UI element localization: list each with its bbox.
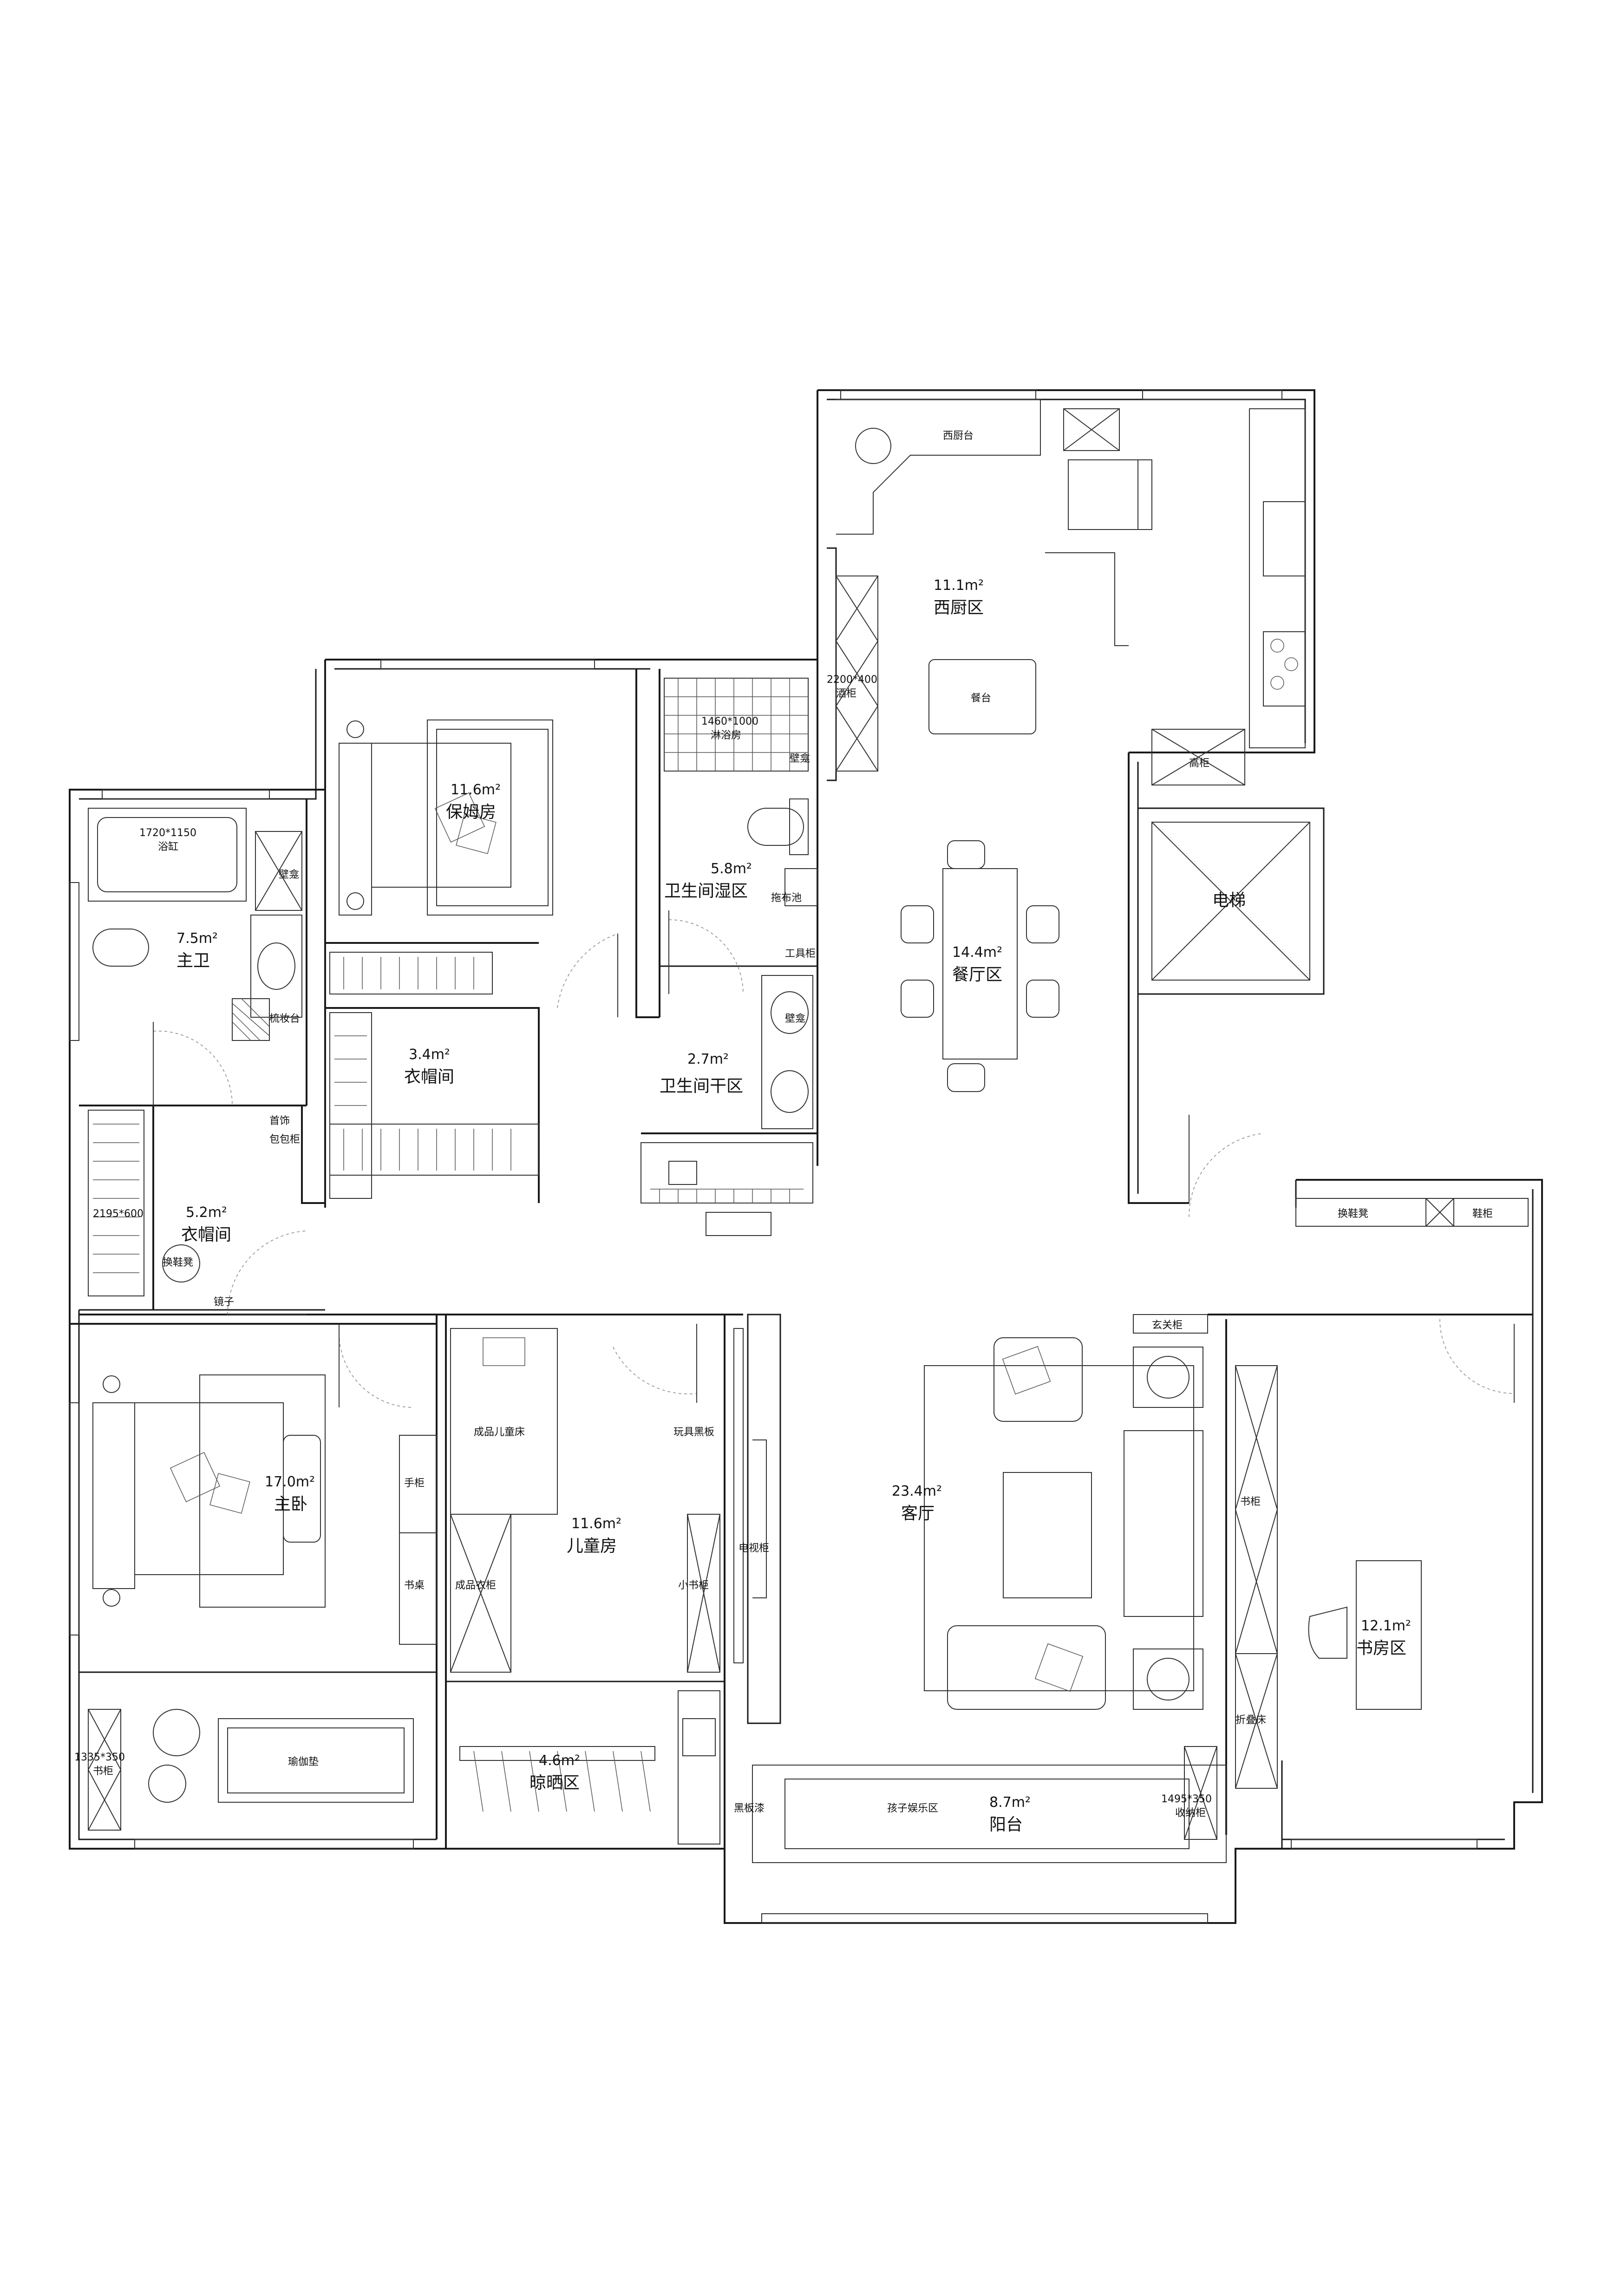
drying-area: 4.6m²	[539, 1753, 580, 1769]
bookshelf-dim-label: 1335*350	[74, 1752, 125, 1763]
doors	[153, 910, 1515, 1408]
vanity-label: 梳妆台	[269, 1013, 300, 1025]
dining-name: 餐厅区	[952, 965, 1002, 984]
tv-cabinet-label: 电视柜	[739, 1543, 769, 1554]
nanny-room-furniture	[329, 720, 553, 994]
jewelry-label: 首饰	[269, 1115, 290, 1127]
study-area: 12.1m²	[1361, 1618, 1411, 1634]
master-bedroom-furniture	[87, 1374, 437, 1831]
wine-label: 酒柜	[836, 688, 856, 700]
windows	[69, 390, 1477, 1923]
entry-cabinet-label: 玄关柜	[1152, 1320, 1183, 1331]
tub-label: 浴缸	[158, 841, 178, 853]
bookshelf-label: 书柜	[93, 1766, 113, 1777]
exterior-walls	[69, 389, 1543, 1924]
shower-dim-label: 1460*1000	[701, 716, 758, 727]
master-bedroom-area: 17.0m²	[265, 1474, 315, 1490]
elevator	[1137, 807, 1325, 995]
master-bedroom-name: 主卧	[274, 1495, 307, 1514]
bookcase-label: 书柜	[1240, 1496, 1261, 1508]
master-closet-name: 衣帽间	[181, 1225, 231, 1244]
blackboard-label: 黑板漆	[734, 1803, 765, 1814]
study-name: 书房区	[1356, 1639, 1406, 1658]
room-labels: 11.1m² 西厨区 14.4m² 餐厅区 11.6m² 保姆房 5.8m² 卫…	[176, 577, 1411, 1834]
wet-bath-area: 5.8m²	[711, 861, 752, 877]
mop-sink-label: 拖布池	[771, 892, 802, 904]
small-bookcase-label: 小书柜	[678, 1580, 709, 1591]
kids-play-label: 孩子娱乐区	[887, 1803, 938, 1814]
kids-room-name: 儿童房	[567, 1537, 617, 1556]
balcony-area: 8.7m²	[989, 1794, 1031, 1811]
mirror-label: 镜子	[214, 1296, 234, 1308]
master-closet-racks	[88, 1110, 200, 1296]
niche-label-3: 壁龛	[785, 1013, 805, 1025]
shoe-cabinet-label: 鞋柜	[1472, 1208, 1493, 1220]
furniture-labels: 西厨台 餐台 高柜 2200*400 酒柜 1460*1000 淋浴房 壁龛 壁…	[74, 430, 1493, 1819]
tall-cabinet-label: 高柜	[1189, 758, 1209, 769]
shoe-stool-label-2: 换鞋凳	[1338, 1208, 1368, 1220]
dining-area: 14.4m²	[952, 944, 1002, 961]
wet-bath-name: 卫生间湿区	[664, 882, 748, 901]
kids-bed-label: 成品儿童床	[474, 1426, 525, 1438]
dining-table	[901, 840, 1059, 1092]
drying-name: 晾晒区	[529, 1773, 580, 1792]
living-area: 23.4m²	[892, 1483, 942, 1499]
western-kitchen-area: 11.1m²	[934, 577, 984, 594]
folding-bed-label: 折叠床	[1235, 1714, 1266, 1726]
shoe-stool-label: 换鞋凳	[163, 1257, 193, 1269]
living-room-furniture	[924, 1337, 1203, 1710]
living-name: 客厅	[901, 1504, 935, 1523]
dry-bath-area: 2.7m²	[687, 1051, 729, 1067]
island-label: 餐台	[971, 693, 991, 704]
yoga-mat-label: 瑜伽垫	[288, 1756, 319, 1768]
kids-room-area: 11.6m²	[571, 1516, 621, 1532]
niche-label-2: 壁龛	[279, 869, 299, 881]
toy-board-label: 玩具黑板	[673, 1426, 714, 1438]
storage-dim-label: 1495*350	[1161, 1793, 1212, 1805]
tub-dim-label: 1720*1150	[139, 827, 196, 839]
master-bath-name: 主卫	[176, 951, 210, 970]
west-counter-label: 西厨台	[943, 430, 974, 442]
balcony-name: 阳台	[989, 1815, 1023, 1834]
dry-bath-name: 卫生间干区	[660, 1077, 743, 1096]
kitchen-fixtures	[835, 399, 1306, 785]
niche-label-1: 壁龛	[790, 753, 810, 765]
small-closet-name: 衣帽间	[404, 1067, 454, 1086]
kids-wardrobe-label: 成品衣柜	[455, 1580, 496, 1591]
small-closet-racks	[329, 1012, 539, 1199]
study-furniture	[1235, 1365, 1422, 1789]
closet-dim-label: 2195*600	[93, 1208, 144, 1220]
nanny-room-name: 保姆房	[446, 803, 496, 822]
master-closet-area: 5.2m²	[186, 1204, 227, 1221]
hand-cabinet-label: 手柜	[404, 1478, 425, 1489]
storage-label: 收纳柜	[1175, 1807, 1206, 1819]
piano	[641, 1142, 813, 1236]
desk-label: 书桌	[404, 1580, 425, 1591]
bag-cabinet-label: 包包柜	[269, 1134, 300, 1145]
elevator-label: 电梯	[1212, 891, 1246, 910]
nanny-room-area: 11.6m²	[451, 782, 501, 798]
shower-label: 淋浴房	[711, 730, 741, 741]
master-bath-area: 7.5m²	[176, 930, 218, 947]
wine-dim-label: 2200*400	[827, 674, 877, 686]
bath-fixtures	[88, 678, 818, 1129]
kids-room-furniture	[450, 1328, 767, 1845]
balcony-furniture	[752, 1746, 1227, 1863]
western-kitchen-name: 西厨区	[934, 598, 984, 617]
small-closet-area: 3.4m²	[409, 1047, 450, 1063]
entry-cabinets	[1133, 1198, 1529, 1334]
tool-cabinet-label: 工具柜	[785, 948, 816, 960]
